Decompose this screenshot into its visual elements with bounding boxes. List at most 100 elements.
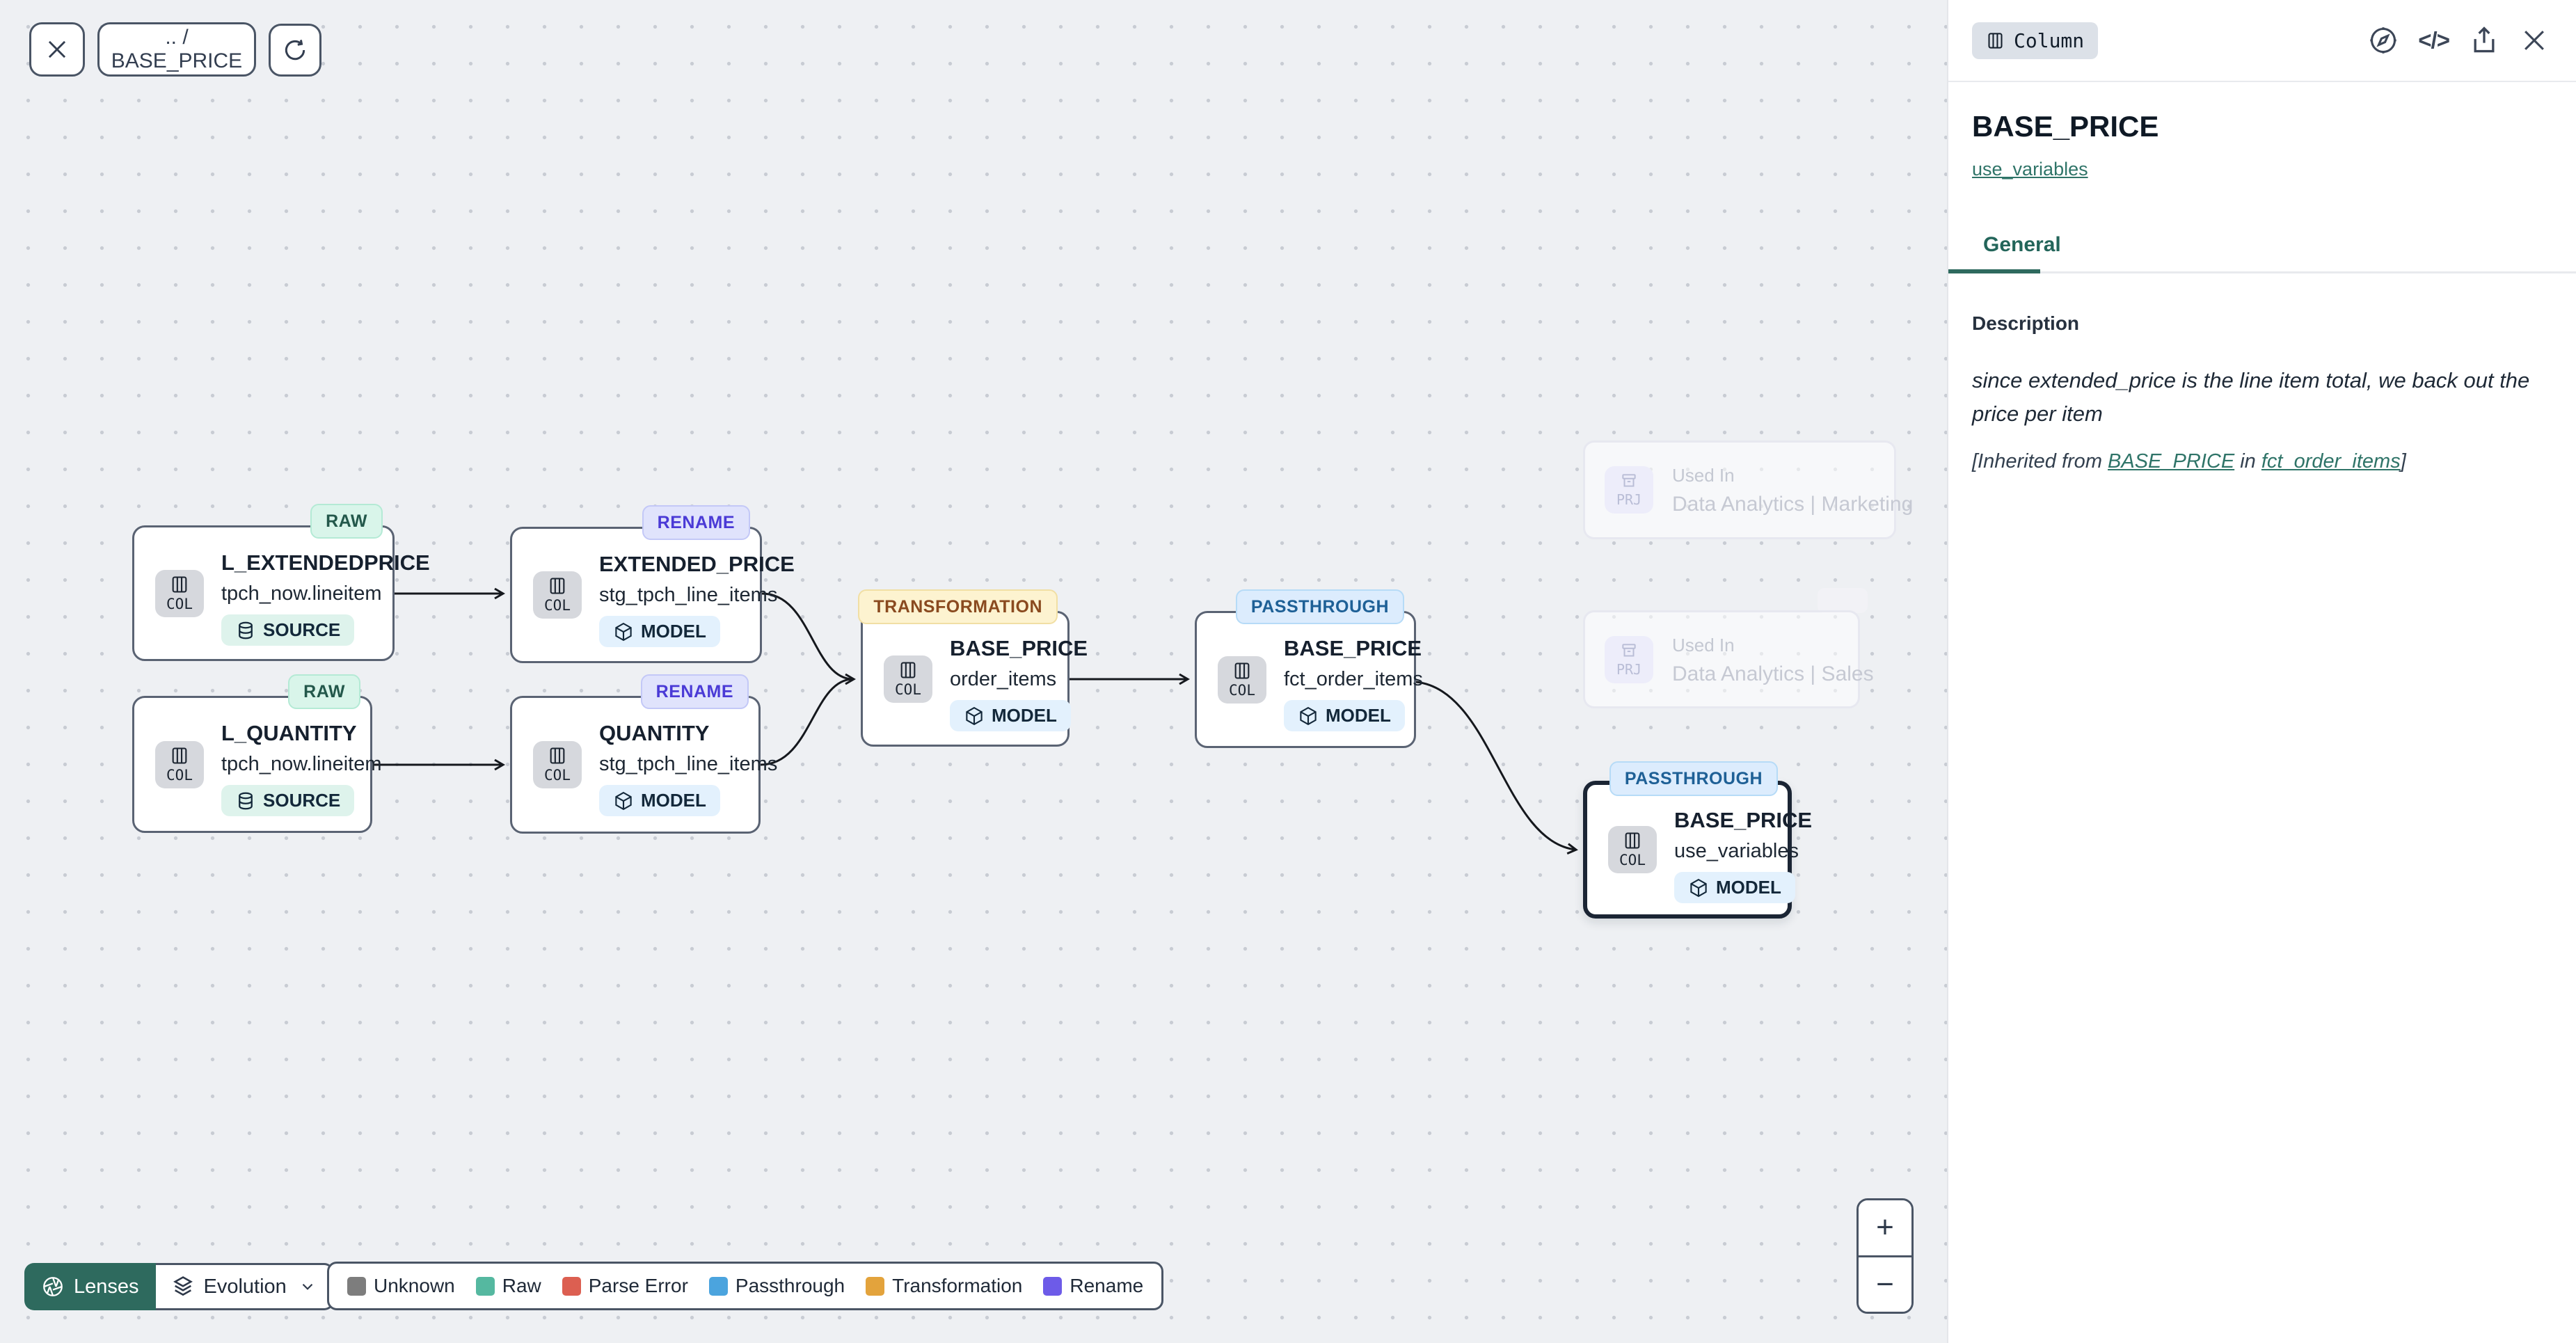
kind-badge: MODEL: [599, 785, 720, 816]
description-text: since extended_price is the line item to…: [1972, 368, 2530, 427]
status-badge: RENAME: [642, 505, 750, 540]
model-link[interactable]: use_variables: [1972, 159, 2088, 180]
column-type-box: COL: [1608, 826, 1657, 873]
legend-item: Transformation: [866, 1275, 1022, 1297]
legend-swatch: [866, 1276, 885, 1296]
used-in-label: Used In: [1672, 465, 1735, 486]
inherited-model-link[interactable]: fct_order_items: [2261, 450, 2401, 473]
column-type-box: COL: [1218, 655, 1266, 704]
col-label: COL: [544, 597, 571, 614]
lineage-node-extended-price[interactable]: RENAME COL EXTENDED_PRICE stg_tpch_line_…: [510, 505, 795, 663]
status-badge: TRANSFORMATION: [858, 589, 1058, 624]
node-subtitle: stg_tpch_line_items: [599, 584, 778, 606]
kind-badge: MODEL: [950, 700, 1071, 731]
lens-legend: Unknown Raw Parse Error Passthrough Tran…: [327, 1262, 1164, 1310]
columns-icon: [900, 661, 916, 678]
lineage-node-l-quantity[interactable]: RAW COL L_QUANTITY tpch_now.lineitem SOU…: [132, 674, 382, 833]
node-subtitle: fct_order_items: [1284, 668, 1423, 690]
ghost-node-marketing[interactable]: PRJ Used In Data Analytics | Marketing: [1583, 440, 1913, 539]
code-view-button[interactable]: </>: [2418, 27, 2450, 53]
status-badge: PASSTHROUGH: [1235, 589, 1404, 624]
kind-badge: SOURCE: [221, 785, 355, 816]
share-button[interactable]: [2469, 25, 2499, 56]
breadcrumb[interactable]: .. / BASE_PRICE: [97, 22, 256, 77]
kind-label: MODEL: [992, 705, 1057, 726]
inherited-column-link[interactable]: BASE_PRICE: [2108, 450, 2235, 473]
evolution-dropdown[interactable]: Evolution: [155, 1263, 334, 1310]
archive-icon: [1622, 474, 1636, 487]
lineage-node-base-price-use-variables[interactable]: PASSTHROUGH COL BASE_PRICE use_variables…: [1583, 761, 1812, 919]
cube-icon: [966, 706, 983, 725]
breadcrumb-label: .. / BASE_PRICE: [111, 26, 243, 72]
legend-item: Raw: [475, 1275, 541, 1297]
details-panel: Column </> BASE_PRICE use_variables Gene…: [1947, 0, 2576, 1343]
ghost-node-sales[interactable]: PRJ Used In Data Analytics | Sales: [1583, 610, 1874, 708]
columns-icon: [550, 747, 565, 764]
columns-icon: [1625, 832, 1640, 849]
lineage-node-base-price-fct-order-items[interactable]: PASSTHROUGH COL BASE_PRICE fct_order_ite…: [1195, 589, 1423, 748]
legend-swatch: [708, 1276, 728, 1296]
column-type-box: COL: [884, 655, 932, 703]
close-icon: [48, 40, 66, 58]
cube-icon: [1300, 706, 1317, 725]
share-icon: [2474, 26, 2495, 53]
node-title: QUANTITY: [599, 721, 710, 745]
kind-badge: SOURCE: [221, 614, 355, 646]
col-label: COL: [166, 595, 193, 612]
zoom-controls: + −: [1857, 1198, 1914, 1314]
panel-title: BASE_PRICE: [1972, 110, 2159, 143]
node-title: L_QUANTITY: [221, 721, 357, 745]
project-icon-label: PRJ: [1616, 660, 1642, 678]
entity-type-label: Column: [2014, 29, 2085, 52]
used-in-label: Used In: [1672, 635, 1735, 655]
node-subtitle: order_items: [950, 668, 1057, 690]
close-panel-button[interactable]: [2519, 25, 2550, 56]
legend-swatch: [475, 1276, 495, 1296]
zoom-in-button[interactable]: +: [1859, 1200, 1911, 1255]
refresh-icon: [285, 40, 305, 61]
cube-icon: [615, 791, 632, 810]
legend-swatch: [347, 1276, 366, 1296]
close-lineage-button[interactable]: [29, 22, 85, 77]
lineage-node-l-extendedprice[interactable]: RAW COL L_EXTENDEDPRICE tpch_now.lineite…: [132, 504, 430, 661]
kind-badge: MODEL: [1284, 700, 1405, 731]
refresh-button[interactable]: [269, 24, 321, 77]
lenses-button[interactable]: Lenses: [24, 1263, 156, 1310]
database-icon: [239, 792, 253, 809]
legend-item: Unknown: [347, 1275, 455, 1297]
project-icon-box: PRJ: [1605, 635, 1653, 683]
status-badge: RAW: [288, 674, 360, 709]
inherited-note: [Inherited from BASE_PRICE in fct_order_…: [1972, 450, 2406, 473]
details-panel-header: Column </>: [1948, 0, 2576, 82]
aperture-icon: [43, 1277, 63, 1296]
column-type-box: COL: [533, 571, 582, 619]
lineage-node-quantity[interactable]: RENAME COL QUANTITY stg_tpch_line_items …: [510, 674, 777, 834]
lineage-node-base-price-order-items[interactable]: TRANSFORMATION COL BASE_PRICE order_item…: [858, 589, 1088, 747]
col-label: COL: [895, 681, 921, 698]
zoom-out-button[interactable]: −: [1859, 1255, 1911, 1312]
kind-label: MODEL: [641, 621, 706, 642]
kind-label: MODEL: [1326, 705, 1391, 726]
legend-swatch: [1043, 1276, 1063, 1296]
node-subtitle: use_variables: [1674, 840, 1799, 862]
project-icon-box: PRJ: [1605, 466, 1653, 514]
column-type-box: COL: [155, 740, 204, 788]
close-icon: [2525, 31, 2544, 50]
col-label: COL: [1229, 681, 1255, 699]
node-title: BASE_PRICE: [950, 636, 1088, 660]
panel-tabs: General: [1948, 233, 2576, 273]
node-subtitle: tpch_now.lineitem: [221, 582, 382, 605]
lenses-control: Lenses Evolution: [24, 1263, 334, 1310]
tab-general[interactable]: General: [1983, 233, 2061, 256]
used-in-project: Data Analytics | Marketing: [1672, 493, 1914, 516]
chevron-down-icon: [302, 1283, 313, 1290]
legend-item: Passthrough: [708, 1275, 845, 1297]
status-badge: RENAME: [640, 674, 749, 709]
kind-label: MODEL: [1716, 877, 1781, 898]
explore-button[interactable]: [2368, 25, 2399, 56]
columns-icon: [172, 747, 187, 764]
columns-icon: [550, 578, 565, 594]
entity-type-badge: Column: [1972, 22, 2099, 59]
kind-label: MODEL: [641, 790, 706, 811]
lineage-canvas[interactable]: .. / BASE_PRICE PRJ Used In Data Analyti…: [0, 0, 1947, 1343]
